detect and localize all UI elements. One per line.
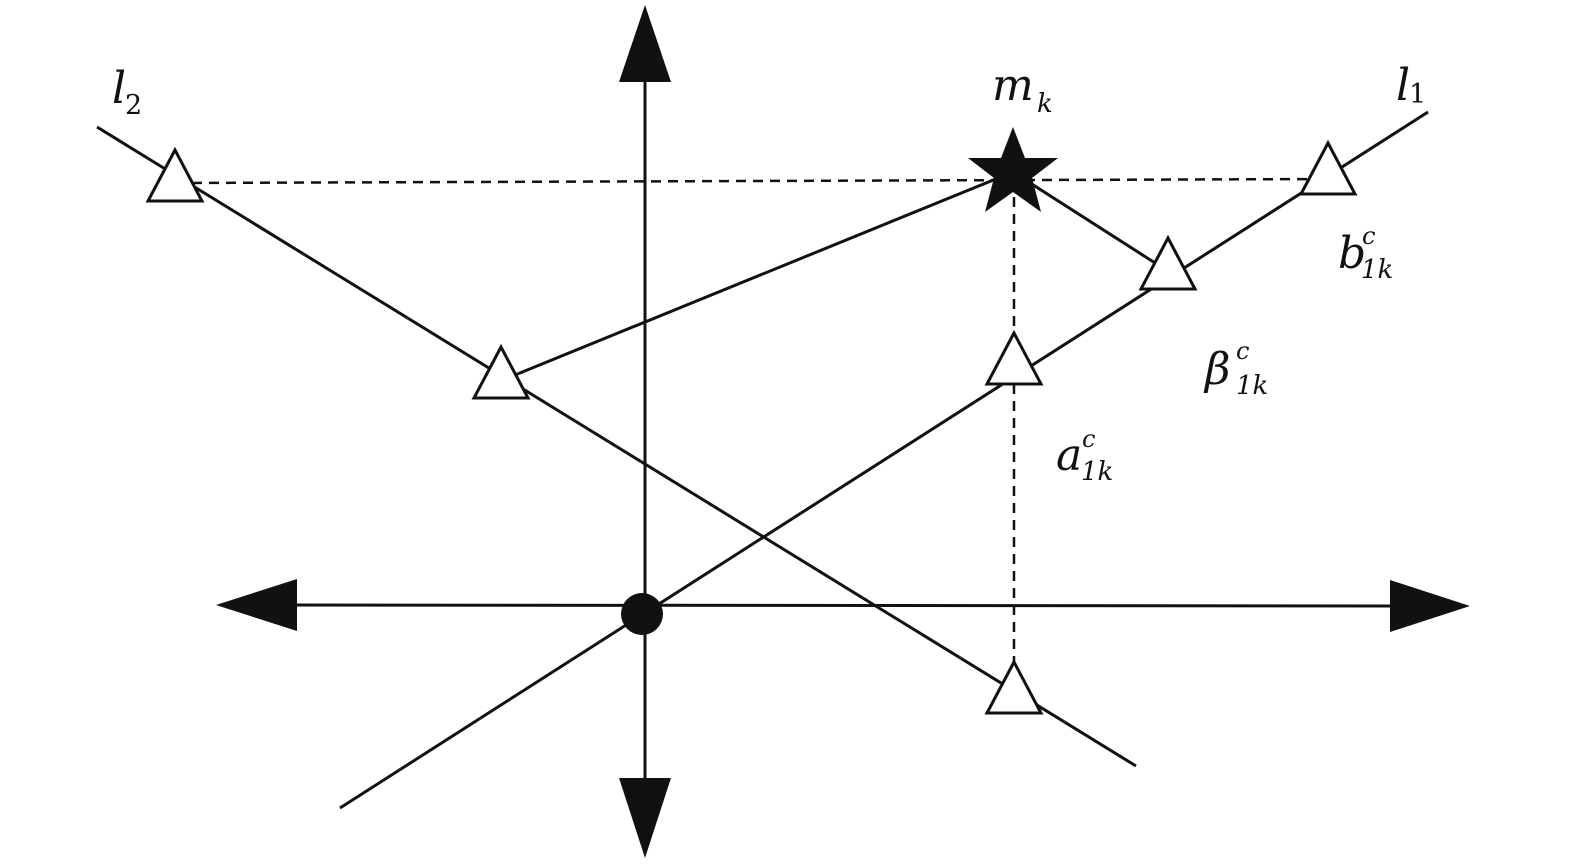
- label-beta1k-base: β: [1203, 344, 1230, 395]
- triangle-icon: [984, 658, 1044, 715]
- arrow-left-icon: [216, 579, 297, 631]
- coordinate-axes: [289, 78, 1396, 782]
- axis-arrowheads: [216, 5, 1470, 858]
- triangle-icon: [471, 343, 531, 400]
- label-a1k-sup: c: [1082, 425, 1095, 453]
- lines: [96, 110, 1429, 810]
- label-b1k: b c 1k: [1338, 222, 1393, 285]
- label-mk: m k: [992, 60, 1053, 119]
- label-b1k-sub: 1k: [1361, 255, 1393, 285]
- segment-to-star-right: [1012, 170, 1167, 272]
- star-icon: [968, 127, 1058, 212]
- horizontal-axis: [289, 603, 1396, 608]
- label-mk-base: m: [992, 60, 1034, 111]
- label-l2-base: l: [112, 63, 126, 114]
- line-l1: [339, 110, 1429, 810]
- label-beta1k-sup: c: [1236, 337, 1249, 365]
- triangle-markers: [145, 139, 1358, 715]
- label-beta1k: β c 1k: [1203, 337, 1268, 401]
- label-b1k-sup: c: [1362, 222, 1375, 250]
- label-l1-sub: 1: [1409, 79, 1426, 110]
- segment-to-star-left: [514, 170, 1014, 377]
- label-l2: l 2: [112, 63, 142, 121]
- label-mk-sub: k: [1037, 89, 1053, 119]
- label-beta1k-sub: 1k: [1236, 371, 1268, 401]
- arrow-down-icon: [619, 778, 671, 858]
- line-l2: [96, 125, 1137, 768]
- label-l1-base: l: [1396, 60, 1410, 111]
- label-l2-sub: 2: [125, 90, 142, 121]
- arrow-up-icon: [619, 5, 671, 82]
- label-a1k: a c 1k: [1056, 425, 1113, 487]
- triangle-icon: [1138, 234, 1198, 291]
- label-a1k-sub: 1k: [1081, 457, 1113, 487]
- arrow-right-icon: [1390, 580, 1470, 632]
- triangle-icon: [1298, 139, 1358, 196]
- dashed-projections: [174, 177, 1329, 688]
- dashed-horizontal: [174, 177, 1329, 185]
- origin-dot: [621, 593, 663, 635]
- label-a1k-base: a: [1056, 430, 1082, 481]
- triangle-icon: [145, 146, 205, 203]
- label-l1: l 1: [1396, 60, 1426, 111]
- label-b1k-base: b: [1338, 228, 1366, 279]
- triangle-icon: [984, 329, 1044, 386]
